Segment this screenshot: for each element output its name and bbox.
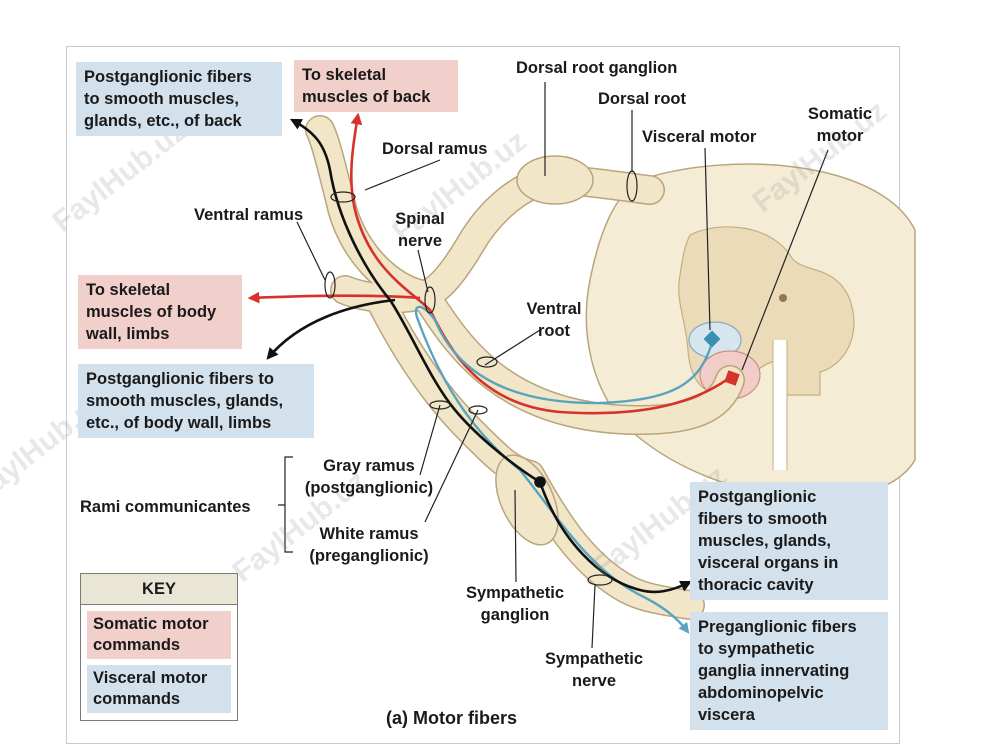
somatic-neuron [724, 370, 740, 386]
box-skeletal-body: To skeletal muscles of body wall, limbs [78, 275, 242, 349]
central-canal [779, 294, 787, 302]
key-visceral: Visceral motor commands [87, 665, 231, 713]
box-postganglionic-back: Postganglionic fibers to smooth muscles,… [76, 62, 282, 136]
visceral-postganglionic-fiber [266, 118, 693, 594]
box-postganglionic-thoracic: Postganglionic fibers to smooth muscles,… [690, 482, 888, 600]
leader-lines [278, 82, 829, 649]
section-rings [324, 170, 638, 586]
label-dorsal-root: Dorsal root [598, 90, 687, 108]
label-sympathetic-ganglion: Sympathetic ganglion [465, 584, 565, 624]
key-title: KEY [81, 574, 237, 605]
label-somatic-motor: Somatic motor [807, 105, 873, 145]
legend-key: KEY Somatic motor commands Visceral moto… [80, 573, 238, 721]
label-sympathetic-nerve: Sympathetic nerve [544, 650, 644, 690]
label-rami-communicantes: Rami communicantes [80, 498, 251, 516]
box-preganglionic-abdominal: Preganglionic fibers to sympathetic gang… [690, 612, 888, 730]
label-visceral-motor: Visceral motor [642, 128, 757, 146]
box-postganglionic-body: Postganglionic fibers to smooth muscles,… [78, 364, 314, 438]
visceral-neuron [703, 330, 721, 348]
key-somatic: Somatic motor commands [87, 611, 231, 659]
nerve-tracts [305, 115, 745, 620]
box-skeletal-back: To skeletal muscles of back [294, 60, 458, 112]
figure-caption: (a) Motor fibers [386, 708, 518, 728]
label-ventral-root: Ventral root [526, 300, 582, 340]
label-gray-ramus: Gray ramus (postganglionic) [304, 457, 434, 497]
label-dorsal-ramus: Dorsal ramus [382, 140, 488, 158]
spinal-cord [585, 163, 916, 500]
label-dorsal-root-ganglion: Dorsal root ganglion [516, 59, 678, 77]
label-spinal-nerve: Spinal nerve [395, 210, 445, 250]
label-white-ramus: White ramus (preganglionic) [309, 525, 429, 565]
label-ventral-ramus: Ventral ramus [194, 206, 304, 224]
